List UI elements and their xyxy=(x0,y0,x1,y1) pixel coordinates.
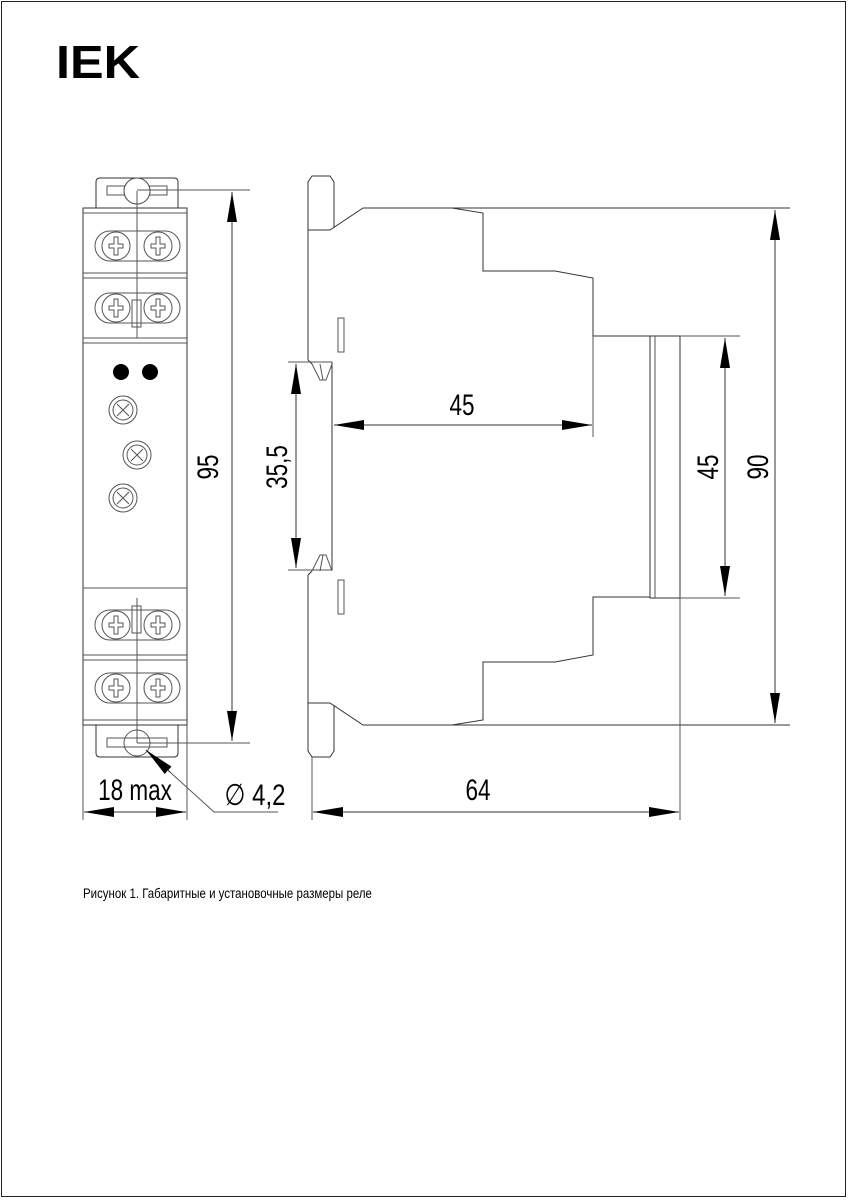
din-rail-profile xyxy=(649,335,681,599)
svg-text:35,5: 35,5 xyxy=(260,445,294,489)
svg-text:45: 45 xyxy=(691,454,725,479)
svg-text:45: 45 xyxy=(449,388,474,422)
terminal-row xyxy=(94,605,181,641)
svg-text:90: 90 xyxy=(741,454,775,479)
front-dimensions: 95 18 max ∅ 4,2 xyxy=(82,189,286,820)
terminal-row xyxy=(94,230,181,262)
led-indicator xyxy=(142,364,158,380)
svg-text:18 max: 18 max xyxy=(98,773,172,807)
terminal-row xyxy=(94,292,181,328)
side-dimensions: 35,5 45 45 90 64 xyxy=(260,210,780,820)
terminal-row xyxy=(94,672,181,704)
svg-text:IEK: IEK xyxy=(56,36,140,88)
svg-text:∅ 4,2: ∅ 4,2 xyxy=(225,777,286,811)
iek-logo: IEK xyxy=(56,36,140,88)
figure-caption: Рисунок 1. Габаритные и установочные раз… xyxy=(83,885,372,901)
svg-text:95: 95 xyxy=(191,454,225,479)
adjustment-knobs xyxy=(108,395,152,513)
side-view xyxy=(307,175,790,758)
front-view xyxy=(82,177,188,758)
svg-text:64: 64 xyxy=(465,773,490,807)
led-indicator xyxy=(113,364,129,380)
terminal-screws xyxy=(94,230,181,704)
